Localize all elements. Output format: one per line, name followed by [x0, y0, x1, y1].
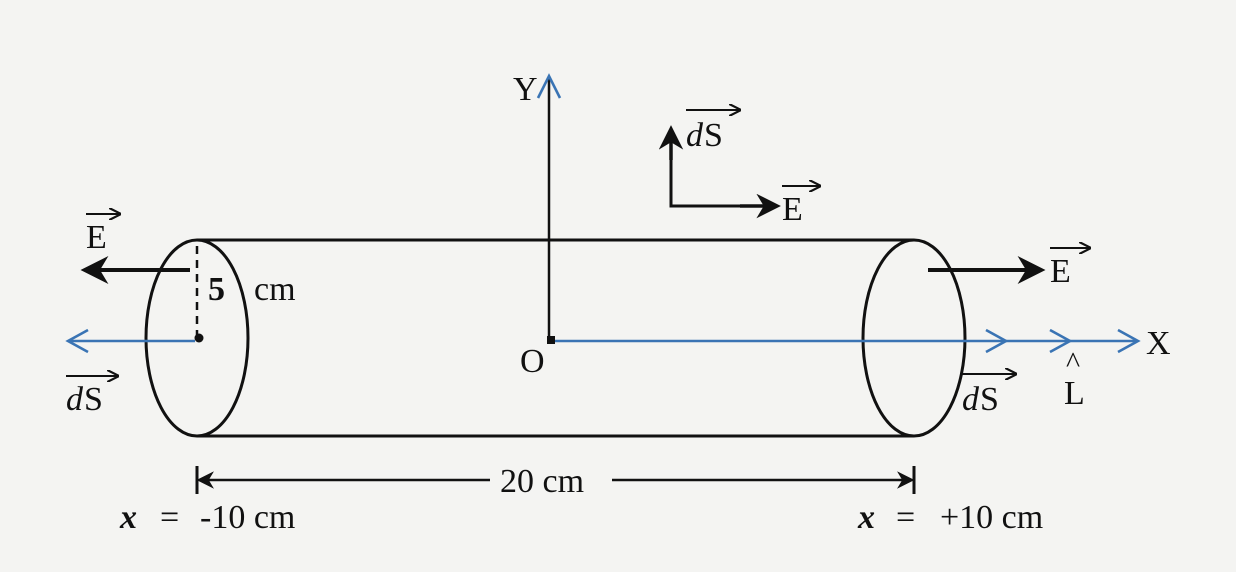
x-axis-arrowhead [1117, 328, 1141, 354]
left-center-dot [194, 333, 204, 343]
area-right-label: d S [962, 374, 1016, 418]
svg-text:x: x [119, 499, 137, 536]
svg-text:L: L [1064, 375, 1085, 412]
svg-text:S: S [980, 381, 999, 418]
area-top-label: d S [686, 110, 740, 154]
svg-text:d: d [66, 381, 84, 418]
area-left-label: d S [66, 376, 118, 418]
x-axis-label: X [1146, 325, 1171, 362]
svg-text:+10 cm: +10 cm [940, 499, 1043, 536]
right-end-cap [861, 238, 967, 438]
unit-vector-arrowhead [1049, 328, 1073, 354]
svg-text:x: x [857, 499, 875, 536]
ds-left-blue-arrowhead [65, 328, 89, 354]
right-position-label: x = +10 cm [857, 499, 1043, 536]
origin-label: O [520, 343, 545, 380]
svg-text:E: E [1050, 253, 1071, 290]
svg-text:d: d [686, 117, 704, 154]
radius-value: 5 [208, 271, 225, 308]
svg-text:E: E [782, 191, 803, 228]
svg-text:=: = [896, 499, 915, 536]
y-axis-arrowhead [536, 73, 562, 99]
svg-text:d: d [962, 381, 980, 418]
svg-text:S: S [84, 381, 103, 418]
svg-text:=: = [160, 499, 179, 536]
origin-dot [547, 336, 555, 344]
svg-text:E: E [86, 219, 107, 256]
field-right-label: E [1050, 248, 1090, 290]
y-axis-label: Y [513, 71, 538, 108]
left-end-cap [144, 238, 250, 438]
length-label: 20 cm [500, 463, 584, 500]
length-dimension: 20 cm [195, 463, 916, 500]
svg-text:^: ^ [1066, 346, 1080, 379]
ds-right-blue-arrowhead [985, 328, 1009, 354]
svg-text:-10 cm: -10 cm [200, 499, 295, 536]
left-position-label: x = -10 cm [119, 499, 295, 536]
field-top-label: E [782, 186, 820, 228]
radius-unit: cm [254, 271, 296, 308]
cylinder [144, 238, 967, 438]
top-corner-line [669, 146, 768, 208]
axes: Y X O [65, 71, 1171, 380]
field-left-label: E [86, 214, 120, 256]
unit-vector-label: ^ L [1064, 346, 1085, 412]
svg-text:S: S [704, 117, 723, 154]
